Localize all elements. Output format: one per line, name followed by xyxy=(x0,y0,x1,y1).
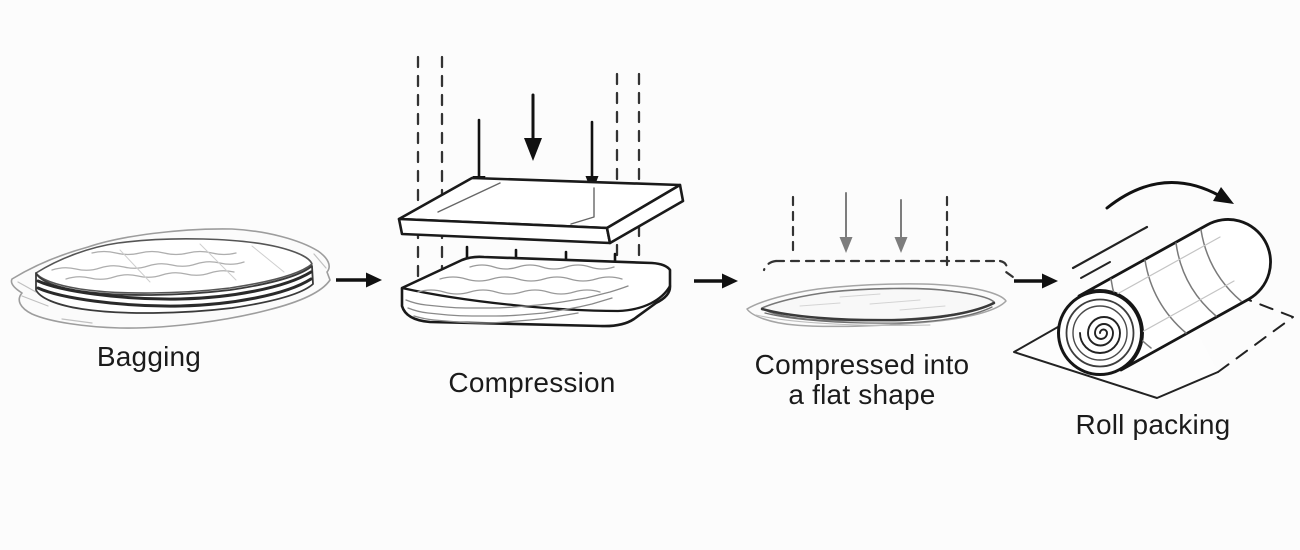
step-label-compressed-flat: Compressed into a flat shape xyxy=(742,350,982,410)
flow-arrow-2-icon xyxy=(694,273,738,289)
flat-press-dashed-outline xyxy=(762,195,1015,279)
bagged-mattress-illustration xyxy=(10,228,331,329)
compression-mattress xyxy=(400,255,672,328)
rotation-arrow-icon xyxy=(1105,181,1234,210)
step-label-bagging: Bagging xyxy=(96,341,202,372)
roll-packing-illustration xyxy=(1013,181,1294,399)
roll-spiral xyxy=(1057,290,1143,376)
flow-arrow-1-icon xyxy=(336,272,382,288)
flow-arrow-3-icon xyxy=(1014,273,1058,289)
compression-illustration xyxy=(397,55,685,328)
flat-mattress-illustration xyxy=(746,192,1015,328)
step-label-compression: Compression xyxy=(448,367,616,398)
flat-down-arrows xyxy=(839,192,908,253)
step-label-compressed-flat-line2: a flat shape xyxy=(788,379,936,410)
step-label-compressed-flat-line1: Compressed into xyxy=(754,349,970,380)
rolled-mattress xyxy=(1057,218,1272,376)
press-plate xyxy=(397,176,685,245)
step-label-roll-packing: Roll packing xyxy=(1075,409,1231,440)
motion-lines xyxy=(1071,225,1149,279)
